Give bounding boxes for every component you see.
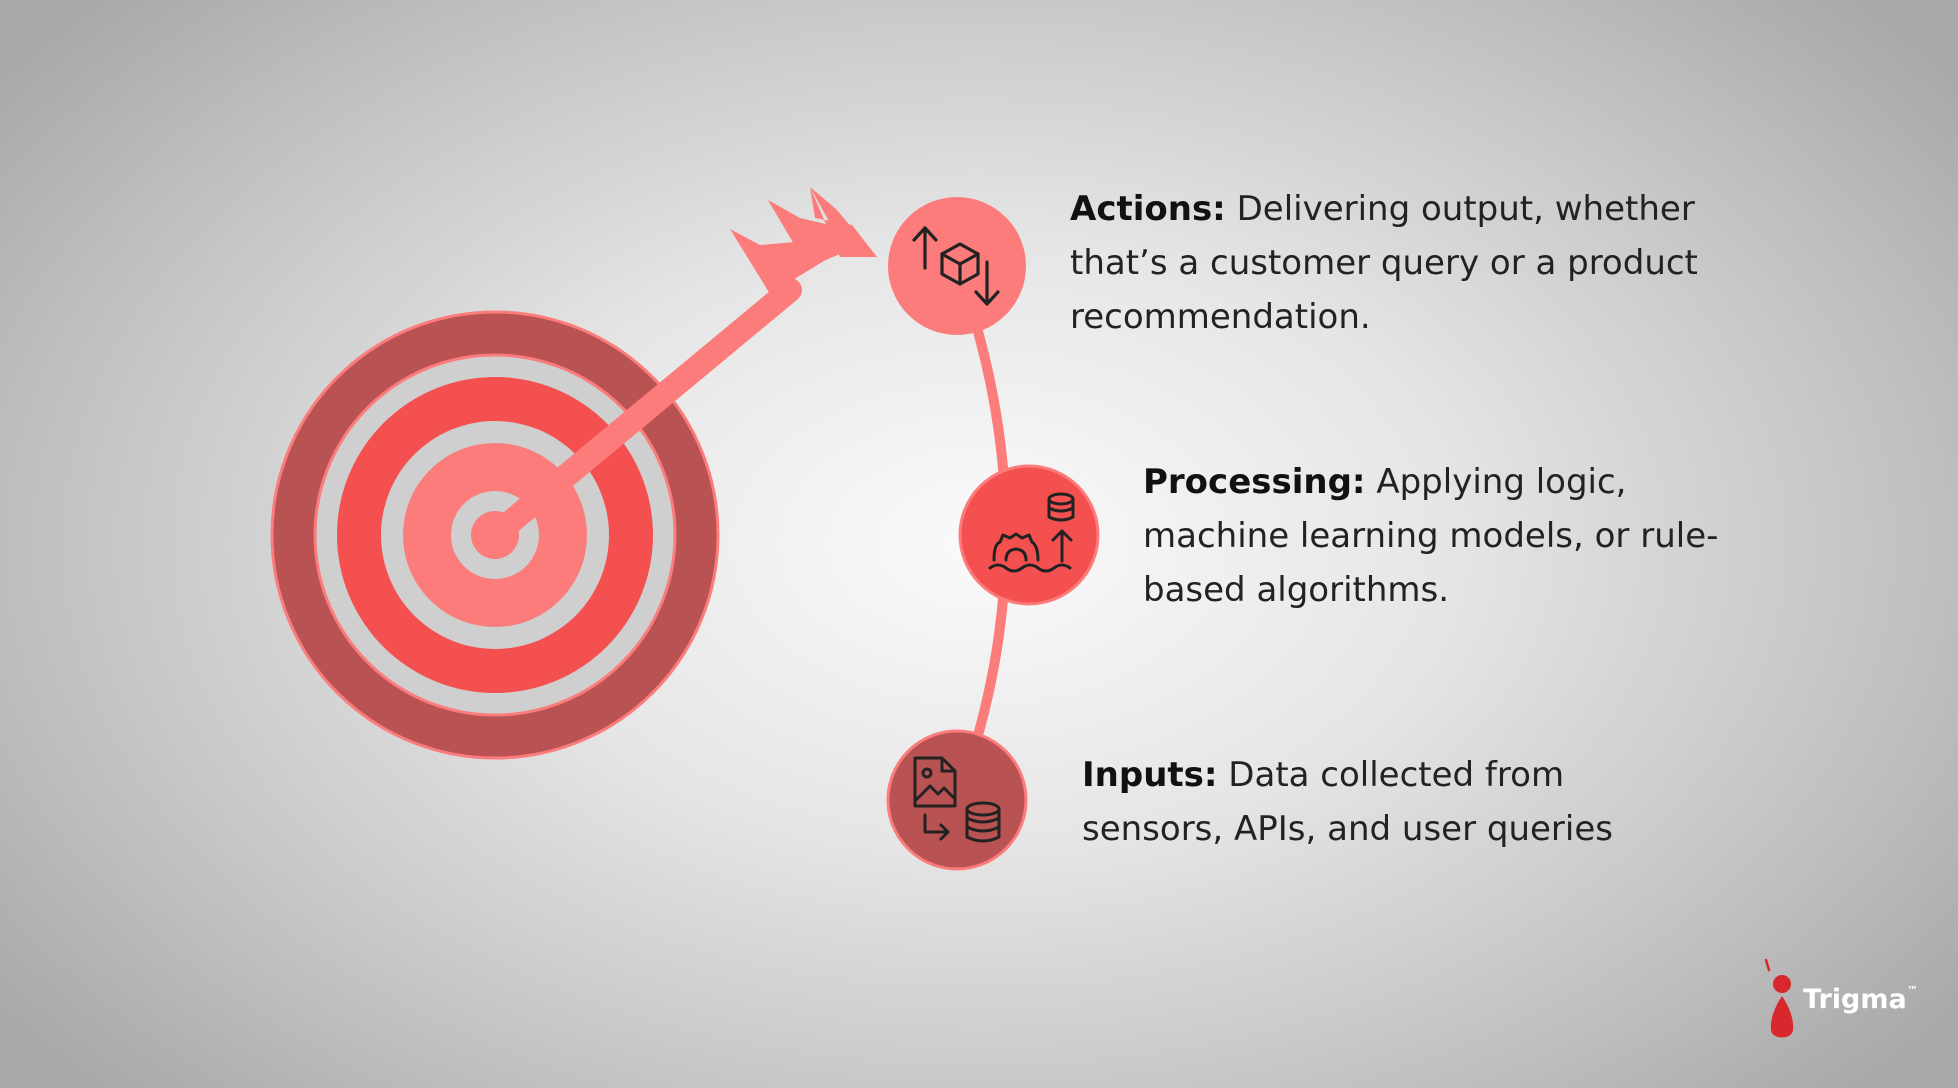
box-arrows-icon — [912, 226, 1000, 306]
node-actions-title: Actions: — [1070, 189, 1226, 229]
arrow-fletching-inner — [730, 229, 832, 294]
node-inputs-text: Data collected from sensors, APIs, and u… — [1082, 755, 1613, 849]
node-inputs-description: Inputs: Data collected from sensors, API… — [1082, 748, 1642, 856]
node-inputs-circle — [886, 729, 1028, 871]
node-processing-description: Processing: Applying logic, machine lear… — [1143, 455, 1723, 617]
logo-trademark: ™ — [1907, 984, 1918, 997]
node-inputs — [886, 729, 1028, 871]
node-processing-title: Processing: — [1143, 462, 1366, 502]
node-actions-circle — [888, 197, 1026, 335]
arrow-icon — [483, 187, 877, 547]
gear-database-icon — [988, 492, 1075, 573]
node-actions-description: Actions: Delivering output, whether that… — [1070, 182, 1710, 344]
node-inputs-title: Inputs: — [1082, 755, 1218, 795]
image-database-icon — [913, 756, 1001, 843]
arrow-fletching-tip — [810, 187, 877, 257]
node-actions — [888, 197, 1026, 335]
node-processing — [958, 464, 1100, 606]
node-processing-text: Applying logic, machine learning models,… — [1143, 462, 1719, 610]
node-actions-text: Delivering output, whether that’s a cust… — [1070, 189, 1698, 337]
logo-wordmark: Trigma — [1803, 984, 1907, 1015]
arrow-shaft — [483, 278, 802, 547]
trigma-logo-icon — [1764, 958, 1794, 1038]
